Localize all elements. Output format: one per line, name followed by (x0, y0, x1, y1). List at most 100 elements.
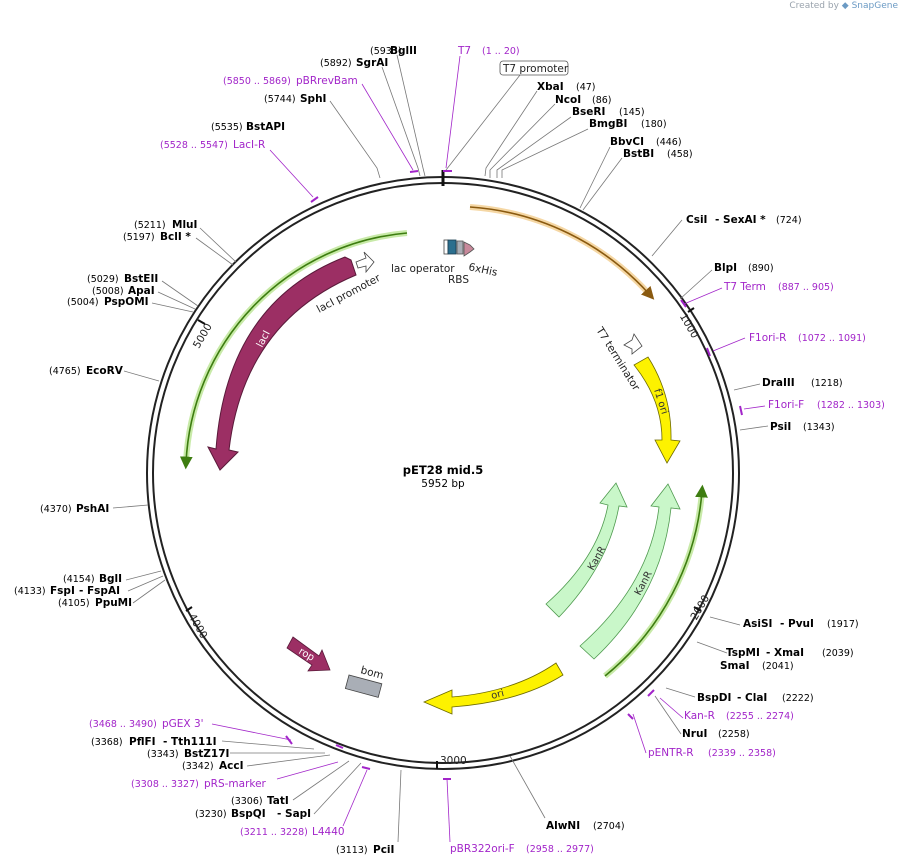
mark-primer-pentr-r (627, 713, 634, 720)
sexAI-name[interactable]: - SexAI * (715, 214, 766, 226)
plasmid-name: pET28 mid.5 (403, 463, 483, 477)
lead-bstBI (582, 157, 623, 211)
ecoRV-name[interactable]: EcoRV (86, 365, 124, 377)
smaI-name[interactable]: SmaI (720, 660, 750, 672)
draIII-name[interactable]: DraIII (762, 377, 795, 389)
tatI-name[interactable]: TatI (267, 795, 289, 807)
bglII-name[interactable]: BglII (390, 45, 417, 57)
f1ori-feature[interactable] (633, 356, 681, 464)
primer-prs-marker-name[interactable]: pRS-marker (204, 778, 267, 790)
primer-pentr-r-name[interactable]: pENTR-R (648, 747, 694, 759)
lac-operator-box[interactable] (443, 239, 449, 255)
ncoI-name[interactable]: NcoI (555, 94, 581, 106)
ppuMI-name[interactable]: PpuMI (95, 597, 132, 609)
lead-sphI (329, 100, 381, 179)
primer-pgex3-name[interactable]: pGEX 3' (162, 718, 204, 730)
xbaI-name[interactable]: XbaI (537, 81, 564, 93)
primer-kan-r-name[interactable]: Kan-R (684, 710, 715, 722)
primer-pbr322ori-f-name[interactable]: pBR322ori-F (450, 843, 515, 855)
6xhis-box[interactable] (463, 241, 475, 257)
pflFI-pos: (3368) (91, 737, 123, 748)
tth111I-name[interactable]: - Tth111I (163, 736, 217, 748)
pflFI-name[interactable]: PflFI (129, 736, 156, 748)
primer-t7term-name[interactable]: T7 Term (723, 281, 766, 293)
bspDI-name[interactable]: BspDI (697, 692, 731, 704)
primer-prs-marker-range: (3308 .. 3327) (131, 779, 199, 790)
lead-primer-laci-r (269, 149, 314, 198)
sgrAI-name[interactable]: SgrAI (356, 57, 388, 69)
primer-pbrrevbam-range: (5850 .. 5869) (223, 76, 291, 87)
green-left-arrow[interactable] (179, 232, 408, 470)
kanR1-feature[interactable] (545, 482, 628, 618)
sphI-name[interactable]: SphI (300, 93, 326, 105)
csiI-name[interactable]: CsiI (686, 214, 707, 226)
alwNI-name[interactable]: AlwNI (546, 820, 580, 832)
rbs-box[interactable] (456, 240, 464, 255)
blpI-name[interactable]: BlpI (714, 262, 737, 274)
asiSI-pos: (1917) (827, 619, 859, 630)
sapI-name[interactable]: - SapI (277, 808, 311, 820)
bbvCI-name[interactable]: BbvCI (610, 136, 644, 148)
bom-feature[interactable] (344, 674, 383, 698)
psiI-name[interactable]: PsiI (770, 421, 791, 433)
plasmid-length: 5952 bp (421, 478, 465, 490)
primer-f1ori-r-name[interactable]: F1ori-R (749, 332, 786, 344)
rop-feature[interactable] (286, 636, 331, 672)
primers: T7 (1 .. 20) (5850 .. 5869) pBRrevBam (5… (89, 45, 885, 855)
apaI-name[interactable]: ApaI (128, 285, 155, 297)
primer-l4440-name[interactable]: L4440 (312, 826, 345, 838)
t7-promoter-tag[interactable] (499, 60, 569, 76)
fspAI-name[interactable]: - FspAI (79, 585, 120, 597)
primer-laci-r-range: (5528 .. 5547) (160, 140, 228, 151)
bstEII-name[interactable]: BstEII (124, 273, 158, 285)
nruI-name[interactable]: NruI (682, 728, 707, 740)
tick-label-2000: 2000 (688, 593, 712, 622)
lead-t7promoter (445, 74, 521, 171)
tspMI-name[interactable]: TspMI (726, 647, 760, 659)
mark-primer-pgex3 (285, 735, 293, 745)
pvuI-name[interactable]: - PvuI (780, 618, 814, 630)
bspQI-name[interactable]: BspQI (231, 808, 266, 820)
asiSI-name[interactable]: AsiSI (743, 618, 772, 630)
tick-4000 (185, 606, 193, 612)
bstBI-name[interactable]: BstBI (623, 148, 654, 160)
t7-terminator-arrow[interactable] (623, 333, 643, 355)
bstAPI-name[interactable]: BstAPI (246, 121, 285, 133)
primer-pbrrevbam-name[interactable]: pBRrevBam (296, 75, 358, 87)
bstZ17I-name[interactable]: BstZ17I (184, 748, 229, 760)
lead-ecoRV (123, 370, 160, 382)
sphI-pos: (5744) (264, 94, 296, 105)
accI-name[interactable]: AccI (219, 760, 243, 772)
pciI-name[interactable]: PciI (373, 844, 394, 856)
lead-primer-pentr-r (632, 713, 647, 754)
kanR2-feature[interactable] (579, 483, 681, 660)
expression-cassette[interactable] (443, 239, 475, 257)
primer-t7-name[interactable]: T7 (457, 45, 471, 57)
green-right-arrow[interactable] (604, 484, 708, 677)
lacI-feature[interactable] (207, 256, 357, 471)
bseRI-name[interactable]: BseRI (572, 106, 605, 118)
bglI-name[interactable]: BglI (99, 573, 122, 585)
orange-feature-arrow[interactable] (469, 206, 655, 300)
bclI-name[interactable]: BclI * (160, 231, 191, 243)
primer-laci-r-name[interactable]: LacI-R (233, 139, 265, 151)
bstBI-pos: (458) (667, 149, 693, 160)
lacI-promoter-arrow[interactable] (355, 251, 375, 274)
primer-t7-range: (1 .. 20) (482, 46, 520, 57)
lead-pflFI (221, 740, 315, 750)
fspI-name[interactable]: FspI (50, 585, 75, 597)
pspOMI-name[interactable]: PspOMI (104, 296, 149, 308)
claI-name[interactable]: - ClaI (737, 692, 767, 704)
mark-primer-kan-r (647, 689, 655, 697)
ori-feature[interactable] (422, 662, 564, 715)
mark-primer-t7term (680, 299, 687, 308)
lead-primer-pbrrevbam (361, 83, 414, 171)
left-sites: (5211) MluI (5197) BclI * (5029) BstEII … (14, 219, 402, 856)
primer-f1ori-f-name[interactable]: F1ori-F (768, 399, 804, 411)
pshAI-name[interactable]: PshAI (76, 503, 109, 515)
t7-promoter-box[interactable] (447, 239, 457, 255)
mluI-name[interactable]: MluI (172, 219, 197, 231)
xmaI-name[interactable]: - XmaI (766, 647, 804, 659)
bmgBI-name[interactable]: BmgBI (589, 118, 627, 130)
